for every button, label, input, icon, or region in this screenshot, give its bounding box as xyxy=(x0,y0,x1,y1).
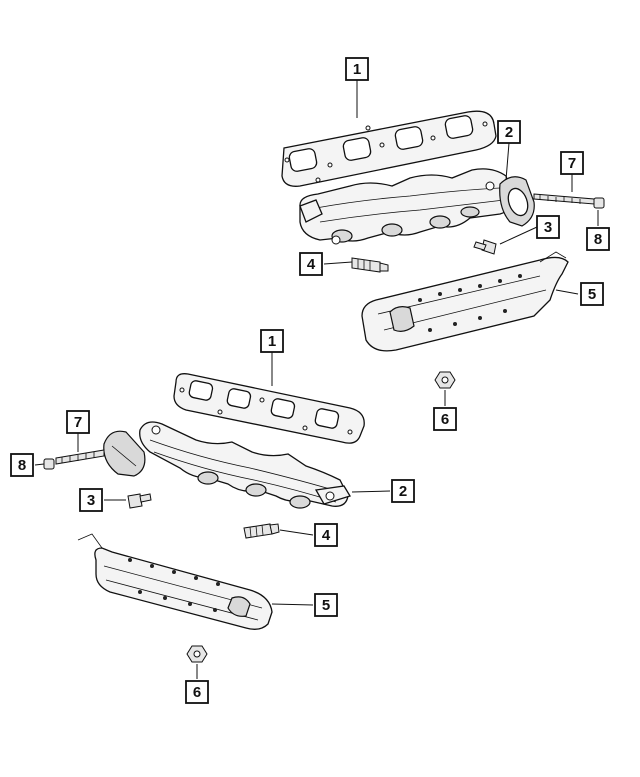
callout-label: 5 xyxy=(588,286,596,303)
callout-label: 8 xyxy=(18,457,26,474)
upper-stud xyxy=(533,193,595,205)
upper-exhaust-manifold xyxy=(299,168,535,245)
lower-heat-shield-rivets xyxy=(128,558,220,612)
lower-nut xyxy=(186,645,208,663)
callout-7-lower: 7 xyxy=(66,410,90,434)
callout-label: 3 xyxy=(87,492,95,509)
callout-6-upper: 6 xyxy=(433,407,457,431)
callout-5-lower: 5 xyxy=(314,593,338,617)
lower-heat-shield xyxy=(77,533,273,630)
callout-label: 8 xyxy=(594,231,602,248)
callout-1-upper: 1 xyxy=(345,57,369,81)
callout-3-lower: 3 xyxy=(79,488,103,512)
callout-label: 5 xyxy=(322,597,330,614)
callout-8-lower: 8 xyxy=(10,453,34,477)
callout-3-upper: 3 xyxy=(536,215,560,239)
upper-stud-nut xyxy=(593,197,605,209)
callout-1-lower: 1 xyxy=(260,329,284,353)
callout-6-lower: 6 xyxy=(185,680,209,704)
callout-2-lower: 2 xyxy=(391,479,415,503)
upper-nut xyxy=(434,371,456,389)
upper-sensor xyxy=(351,257,389,273)
upper-heat-shield-rivets xyxy=(418,274,522,332)
lower-bolt xyxy=(127,493,152,509)
upper-heat-shield xyxy=(361,251,569,352)
callout-label: 2 xyxy=(505,124,513,141)
callout-label: 4 xyxy=(307,256,316,273)
callout-4-upper: 4 xyxy=(299,252,323,276)
callout-8-upper: 8 xyxy=(586,227,610,251)
upper-bolt xyxy=(473,239,497,255)
callout-label: 2 xyxy=(399,483,407,500)
callout-label: 7 xyxy=(74,414,82,431)
leader-lines xyxy=(34,80,599,679)
lower-sensor xyxy=(243,523,280,539)
callout-label: 6 xyxy=(193,684,201,701)
callout-label: 6 xyxy=(441,411,449,428)
callout-label: 3 xyxy=(544,219,552,236)
callout-label: 7 xyxy=(568,155,576,172)
lower-stud-nut xyxy=(43,458,55,470)
lower-stud xyxy=(55,449,105,465)
callout-2-upper: 2 xyxy=(497,120,521,144)
callout-5-upper: 5 xyxy=(580,282,604,306)
lower-exhaust-manifold xyxy=(103,421,351,509)
callout-label: 1 xyxy=(268,333,276,350)
callout-4-lower: 4 xyxy=(314,523,338,547)
callout-label: 4 xyxy=(322,527,331,544)
upper-gasket xyxy=(281,110,497,187)
lower-gasket xyxy=(173,373,365,444)
callout-7-upper: 7 xyxy=(560,151,584,175)
callout-label: 1 xyxy=(353,61,361,78)
